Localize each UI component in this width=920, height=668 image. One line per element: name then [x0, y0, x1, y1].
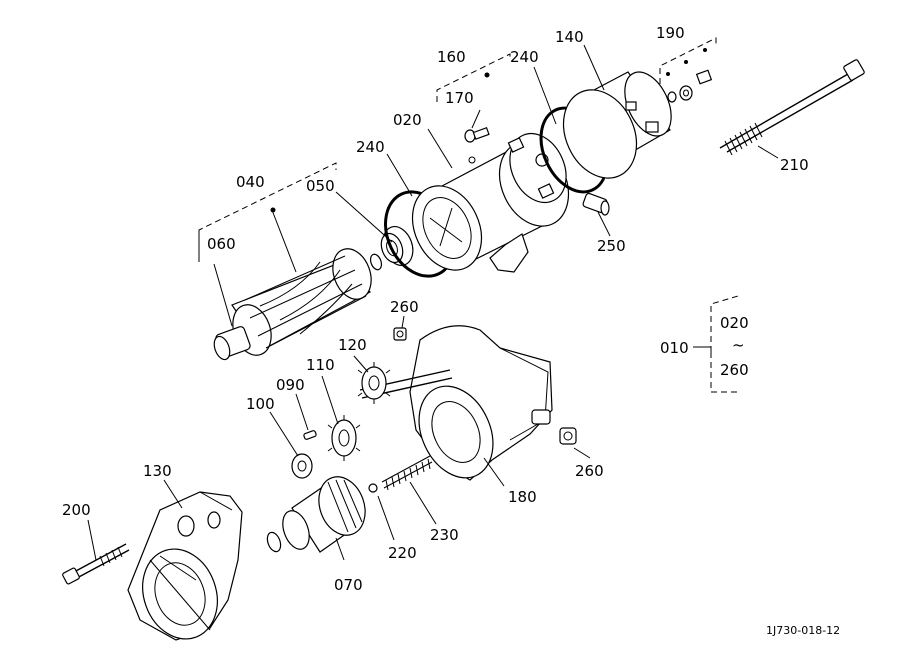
- label-070: 070: [334, 576, 363, 594]
- pin-090: [303, 430, 317, 440]
- label-040: 040: [236, 173, 265, 191]
- label-260-upper: 260: [390, 298, 419, 316]
- brush-holder-160: [507, 132, 567, 204]
- hardware-190: [666, 48, 713, 103]
- label-200: 200: [62, 501, 91, 519]
- label-250: 250: [597, 237, 626, 255]
- ball-220: [368, 483, 378, 493]
- label-240-left: 240: [356, 138, 385, 156]
- label-020: 020: [393, 111, 422, 129]
- bolt-200: [62, 543, 130, 585]
- label-130: 130: [143, 462, 172, 480]
- leader-lines: [87, 44, 779, 561]
- label-090: 090: [276, 376, 305, 394]
- label-010: 010: [660, 339, 689, 357]
- label-160: 160: [437, 48, 466, 66]
- label-050: 050: [306, 177, 335, 195]
- collar-100: [291, 453, 313, 479]
- nut-260-upper: [393, 327, 407, 341]
- housing-180: [409, 325, 553, 481]
- group-brackets: [198, 37, 739, 393]
- label-220: 220: [388, 544, 417, 562]
- spring-230: [381, 455, 433, 491]
- label-140: 140: [555, 28, 584, 46]
- label-170: 170: [445, 89, 474, 107]
- label-260-right: 260: [575, 462, 604, 480]
- through-bolt-210: [719, 59, 865, 156]
- nut-260-right: [559, 427, 577, 445]
- label-range-to: 260: [720, 361, 749, 379]
- label-110: 110: [306, 356, 335, 374]
- label-240-right: 240: [510, 48, 539, 66]
- armature-060: [213, 248, 383, 361]
- label-100: 100: [246, 395, 275, 413]
- label-230: 230: [430, 526, 459, 544]
- front-bracket-130: [127, 491, 243, 641]
- label-190: 190: [656, 24, 685, 42]
- label-180: 180: [508, 488, 537, 506]
- screw-170: [464, 127, 490, 143]
- label-210: 210: [780, 156, 809, 174]
- clutch-070: [266, 476, 366, 553]
- gear-110: [327, 415, 361, 461]
- bearing-050: [380, 226, 414, 266]
- label-range-sep: ~: [732, 336, 745, 354]
- bushing-250: [582, 192, 610, 216]
- label-range-from: 020: [720, 314, 749, 332]
- diagram-code: 1J730-018-12: [766, 624, 840, 637]
- label-060: 060: [207, 235, 236, 253]
- gear-120: [357, 362, 391, 404]
- part-labels: 040 050 060 240 020 160 170 240 140 190 …: [62, 24, 840, 637]
- label-120: 120: [338, 336, 367, 354]
- rear-cover-140: [562, 71, 672, 179]
